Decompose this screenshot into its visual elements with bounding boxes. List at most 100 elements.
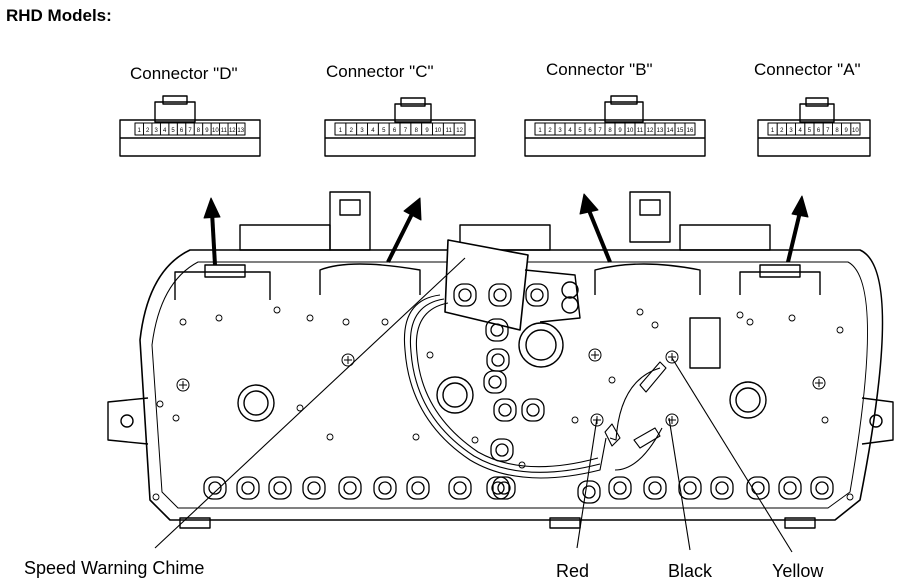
connector-pin-number: 2 — [548, 128, 552, 134]
yellow-wire-label: Yellow — [772, 561, 824, 581]
mounting-hole — [342, 318, 350, 326]
connector-pin-number: 13 — [657, 128, 664, 134]
bulb-socket — [810, 476, 834, 500]
connector-pin-number: 7 — [404, 128, 408, 134]
connector-pin-number: 7 — [188, 128, 192, 134]
mounting-hole — [571, 416, 579, 424]
connector-pin-number: 12 — [647, 128, 654, 134]
arrow-connector-c — [386, 197, 422, 263]
connector-pin-number: 8 — [608, 128, 612, 134]
mounting-hole — [846, 493, 854, 501]
mounting-hole — [788, 314, 796, 322]
connector-pin-number: 11 — [221, 128, 228, 134]
connector-pin-number: 5 — [171, 128, 175, 134]
mounting-hole — [636, 308, 644, 316]
connector-pin-number: 10 — [852, 128, 859, 134]
bulb-socket — [492, 476, 516, 500]
connector-pin-number: 8 — [415, 128, 419, 134]
screw — [665, 413, 679, 427]
instrument-panel-housing — [107, 191, 894, 529]
screw — [588, 348, 602, 362]
bulb-socket — [746, 476, 770, 500]
wire-harness — [403, 294, 667, 479]
mounting-hole — [608, 376, 616, 384]
connector-pin — [453, 122, 466, 136]
screw — [590, 413, 604, 427]
bulb-socket — [338, 476, 362, 500]
mounting-hole — [736, 311, 744, 319]
connector-pin-number: 9 — [205, 128, 209, 134]
connector-pin-number: 4 — [371, 128, 375, 134]
mounting-hole — [412, 433, 420, 441]
bulb-socket — [453, 283, 477, 307]
connector-pin-number: 10 — [627, 128, 634, 134]
bulb-socket — [521, 398, 545, 422]
connector-pin-number: 4 — [568, 128, 572, 134]
connector-pin-number: 9 — [845, 128, 849, 134]
arrow-connector-b — [579, 193, 612, 263]
connector-pin-number: 15 — [677, 128, 684, 134]
connector-pin — [850, 122, 861, 136]
connector-pin-number: 2 — [780, 128, 784, 134]
mounting-hole — [296, 404, 304, 412]
connector-a-label: Connector "A" — [754, 60, 861, 79]
screw — [176, 378, 190, 392]
bulb-socket — [486, 476, 510, 500]
connector-pin-number: 4 — [163, 128, 167, 134]
mounting-hole — [381, 318, 389, 326]
connector-pin-number: 9 — [425, 128, 429, 134]
connector-pin-number: 2 — [350, 128, 354, 134]
mounting-hole — [273, 306, 281, 314]
bulb-socket — [678, 476, 702, 500]
connector-pin — [684, 122, 696, 136]
bulb-socket — [448, 476, 472, 500]
connector-pin-number: 9 — [618, 128, 622, 134]
red-wire-label: Red — [556, 561, 590, 581]
bulb-socket — [710, 476, 734, 500]
mounting-hole — [215, 314, 223, 322]
connector-pin-number: 4 — [799, 128, 803, 134]
bulb-socket — [483, 370, 507, 394]
bulb-socket — [373, 476, 397, 500]
arrow-connector-a — [786, 195, 809, 263]
connector-pin-number: 7 — [826, 128, 830, 134]
connector-pin-number: 1 — [538, 128, 542, 134]
connector-pin-number: 8 — [835, 128, 839, 134]
bulb-socket — [493, 398, 517, 422]
connector-pin-number: 14 — [667, 128, 674, 134]
connector-pin-number: 6 — [588, 128, 592, 134]
speed-warning-chime-label: Speed Warning Chime — [24, 558, 205, 578]
mounting-hole — [651, 321, 659, 329]
mounting-hole — [426, 351, 434, 359]
mounting-hole — [152, 493, 160, 501]
connector-pin-number: 13 — [237, 128, 244, 134]
connector-pin-number: 5 — [382, 128, 386, 134]
mounting-hole — [821, 416, 829, 424]
black-wire-label: Black — [668, 561, 713, 581]
connector-pin-number: 5 — [578, 128, 582, 134]
screw — [812, 376, 826, 390]
callout-leaders — [154, 257, 793, 553]
mounting-hole — [306, 314, 314, 322]
screw — [665, 350, 679, 364]
arrow-connector-d — [203, 197, 221, 266]
mounting-hole — [179, 318, 187, 326]
connector-d-label: Connector "D" — [130, 64, 238, 83]
bulb-socket — [525, 283, 549, 307]
connector-pin-number: 16 — [687, 128, 694, 134]
bulb-socket — [490, 438, 514, 462]
connector-pin-number: 1 — [138, 128, 142, 134]
mounting-hole — [156, 400, 164, 408]
connector-pin-number: 3 — [154, 128, 158, 134]
connector-pin-number: 6 — [817, 128, 821, 134]
connector-pin-number: 3 — [558, 128, 562, 134]
bulb-socket — [236, 476, 260, 500]
connector-pin-number: 2 — [146, 128, 150, 134]
connector-pin-number: 6 — [180, 128, 184, 134]
bulb-socket — [302, 476, 326, 500]
connector-pin-number: 11 — [637, 128, 644, 134]
